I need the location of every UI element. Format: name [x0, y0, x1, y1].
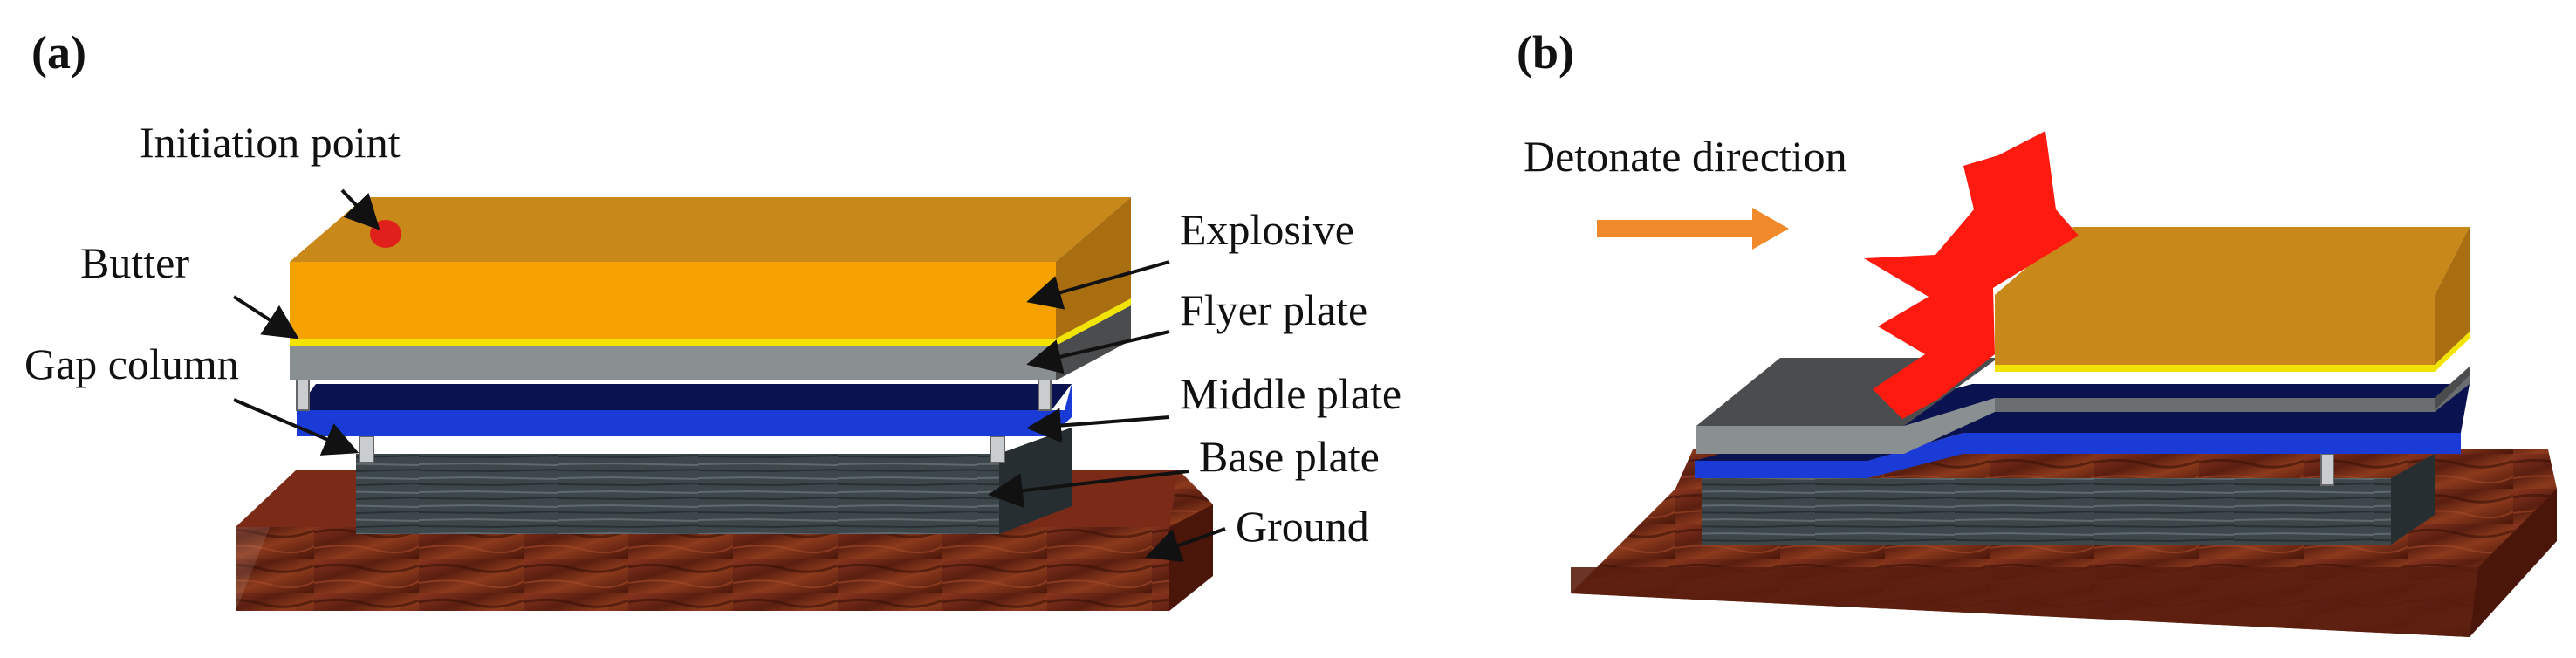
flyer-plate-label: Flyer plate [1180, 285, 1367, 334]
flyer-plate-leader [1026, 330, 1170, 374]
middle-plate-a [297, 384, 1072, 436]
butter-label: Butter [80, 238, 189, 287]
middle-plate-label: Middle plate [1180, 369, 1401, 418]
detonate-direction-arrow [1597, 208, 1789, 250]
base-plate-leader [988, 470, 1189, 509]
ground-label: Ground [1236, 502, 1369, 551]
panel-b: (b) [1517, 26, 2557, 637]
butter-leader [232, 295, 299, 339]
initiation-point-leader [340, 188, 380, 230]
initiation-point-label: Initiation point [140, 118, 401, 167]
gap-column-right-a [990, 435, 1005, 463]
detonate-direction-label: Detonate direction [1524, 132, 1847, 181]
gap-column-left-a [359, 435, 374, 463]
base-plate-label: Base plate [1199, 432, 1380, 481]
middle-plate-leader [1026, 408, 1170, 443]
ground-leader [1145, 527, 1226, 563]
panel-b-label: (b) [1517, 26, 1574, 79]
base-plate-a [356, 428, 1072, 534]
base-plate-b [1702, 454, 2435, 545]
explosive-label: Explosive [1180, 205, 1354, 254]
butter-layer-b [1995, 332, 2470, 372]
explosive-a [290, 197, 1131, 339]
panel-a-label: (a) [31, 26, 86, 79]
gap-column-1-b [2320, 453, 2334, 486]
flyer-plate-a [290, 305, 1131, 380]
panel-a: (a) [24, 26, 1401, 611]
explosive-b [1995, 227, 2470, 365]
gap-column-label: Gap column [24, 339, 239, 388]
gap-column-leader [233, 398, 360, 456]
detonation-flash [1864, 131, 2079, 419]
explosive-leader [1026, 260, 1170, 310]
